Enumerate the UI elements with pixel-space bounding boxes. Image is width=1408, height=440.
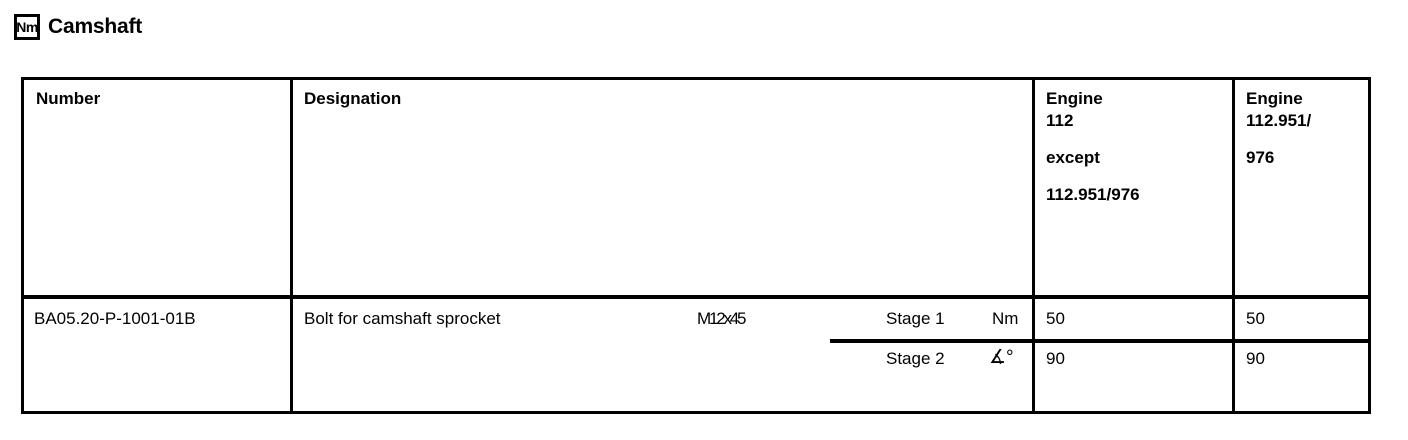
column-header-engine-112951-line3: 976 <box>1246 148 1275 167</box>
angle-degree-icon: ∡° <box>989 347 1014 368</box>
column-header-engine-112-line3: except <box>1046 148 1100 167</box>
column-header-number: Number <box>36 89 101 108</box>
stage-separator-line <box>830 339 1368 343</box>
column-divider-engine1 <box>1032 80 1035 411</box>
cell-engine-112951-value: 50 <box>1246 309 1265 328</box>
table-row: BA05.20-P-1001-01B Bolt for camshaft spr… <box>24 299 1368 339</box>
column-header-designation: Designation <box>304 89 402 108</box>
cell-stage-label: Stage 1 <box>886 309 945 328</box>
column-header-engine-112-line1: Engine <box>1046 89 1103 108</box>
cell-engine-112-value: 50 <box>1046 309 1065 328</box>
column-header-engine-112-line4: 112.951/976 <box>1046 185 1140 204</box>
column-header-engine-112: Engine 112 except 112.951/976 <box>1046 90 1140 203</box>
cell-engine-112-value: 90 <box>1046 349 1065 368</box>
cell-bolt-size: M12x45 <box>697 309 746 328</box>
column-divider-engine2 <box>1232 80 1235 411</box>
cell-designation: Bolt for camshaft sprocket <box>304 309 501 328</box>
table-row: Stage 2 ∡° 90 90 <box>24 339 1368 411</box>
column-header-engine-112951: Engine 112.951/ 976 <box>1246 90 1311 166</box>
cell-part-number: BA05.20-P-1001-01B <box>34 309 196 328</box>
cell-engine-112951-value: 90 <box>1246 349 1265 368</box>
newton-meter-icon: Nm <box>14 14 40 40</box>
column-header-engine-112951-line2: 112.951/ <box>1246 111 1312 130</box>
table-body: BA05.20-P-1001-01B Bolt for camshaft spr… <box>24 299 1368 411</box>
torque-specification-table: Number Designation Engine 112 except 112… <box>21 77 1371 414</box>
page-title-row: Nm Camshaft <box>14 14 142 40</box>
column-header-engine-112-line2: 112 <box>1046 111 1074 130</box>
cell-stage-label: Stage 2 <box>886 349 945 368</box>
table-header-row: Number Designation Engine 112 except 112… <box>24 80 1368 299</box>
column-divider-number <box>290 80 293 411</box>
page-title: Camshaft <box>48 15 143 38</box>
column-header-engine-112951-line1: Engine <box>1246 89 1303 108</box>
cell-unit-label: Nm <box>992 309 1019 328</box>
